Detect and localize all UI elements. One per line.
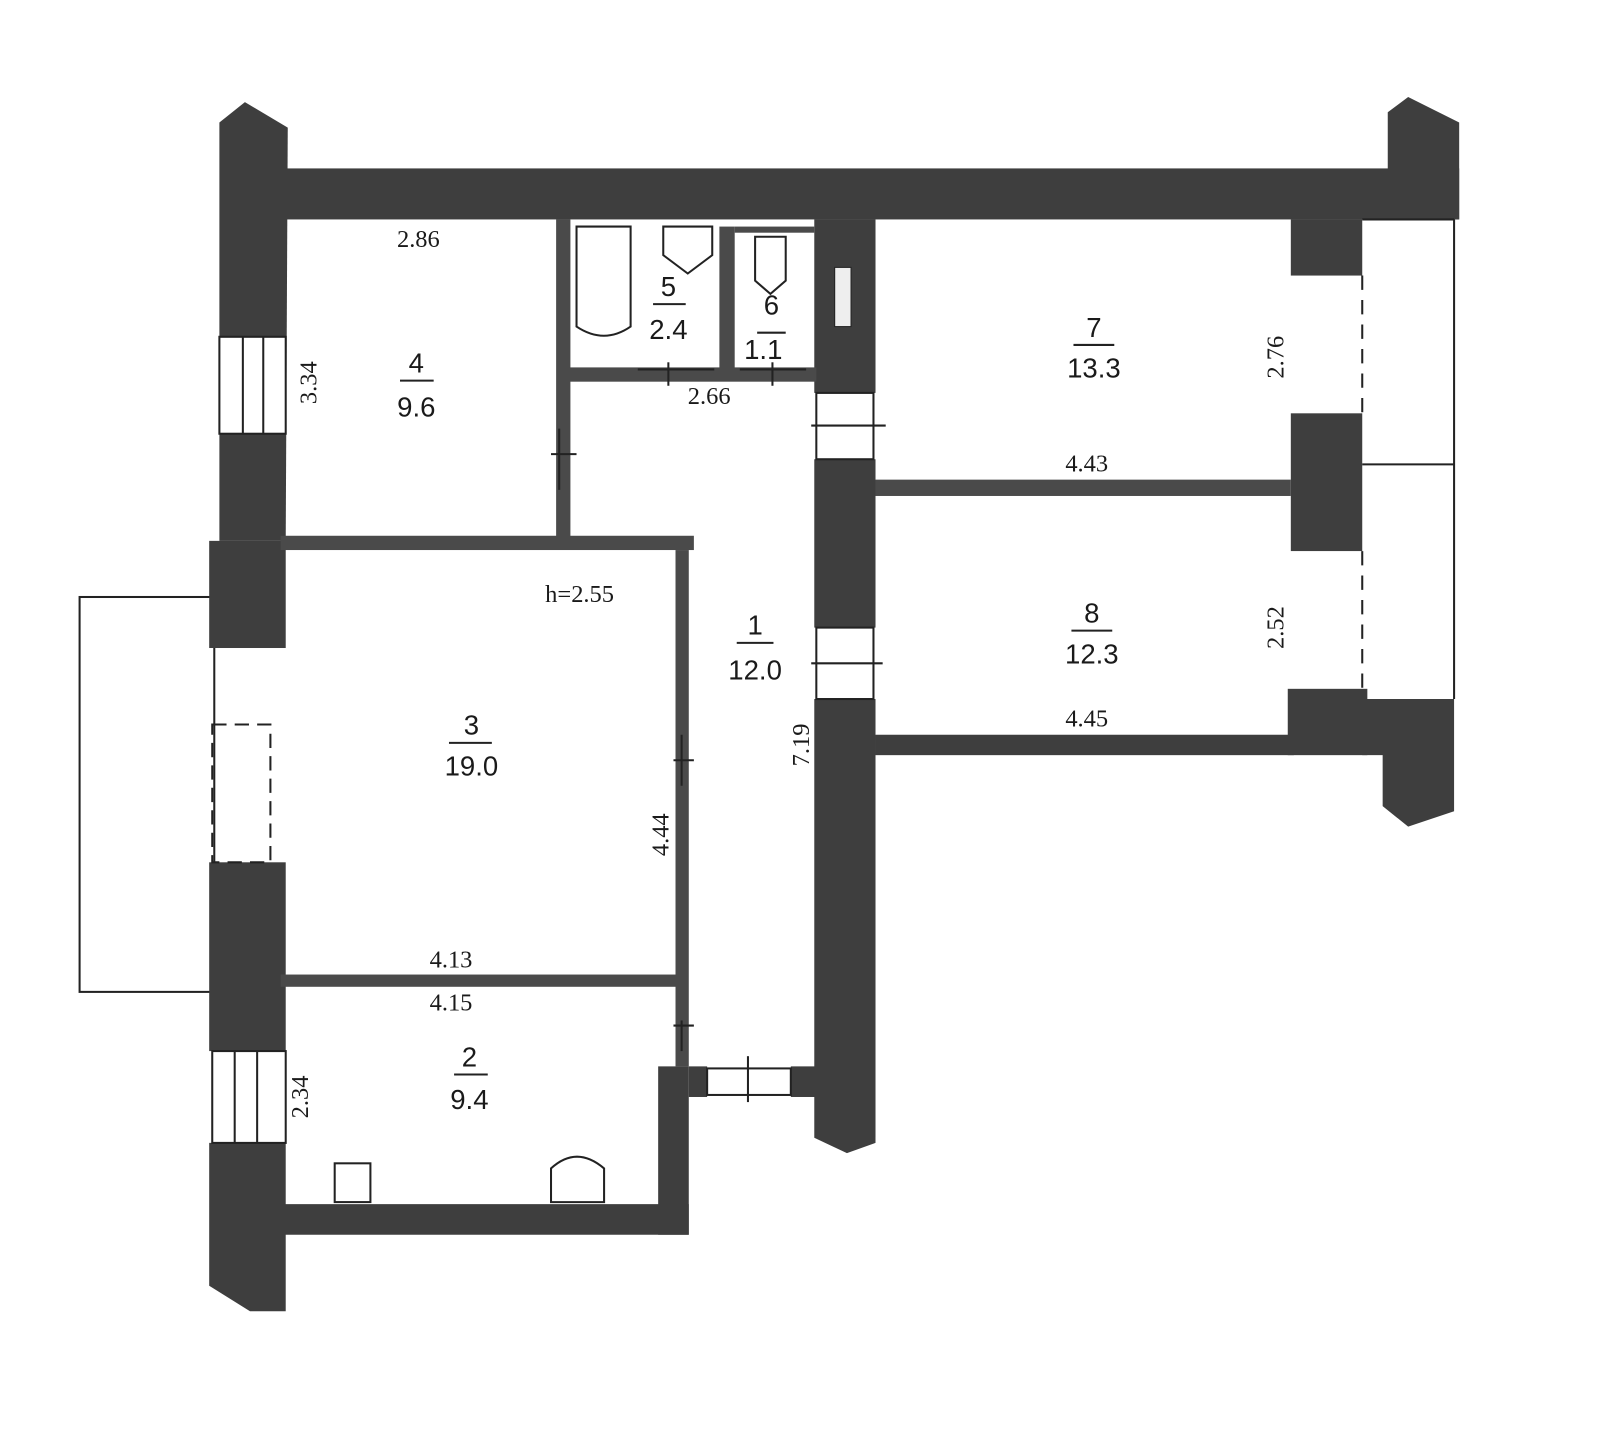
room-1: 112.0 [728,610,782,686]
label-text: 4.13 [430,946,473,973]
label-text: 19.0 [445,751,499,782]
label-text: 3 [464,710,479,741]
label-text: 2.4 [649,314,687,345]
walls [209,96,1460,1312]
label-text: 9.6 [397,391,435,422]
label-text: 8 [1084,598,1099,629]
bathtub-icon [575,225,632,337]
doors [551,362,886,1103]
label-text: 7.19 [788,724,815,767]
dimensions: 2.86 3.34 2.66 7.19 4.44 4.13 4.15 2.34 … [287,226,1290,1118]
windows [211,218,1456,1144]
label-text: 1 [747,610,762,641]
label-text: 2 [462,1041,477,1072]
label-text: 4 [409,348,424,379]
room-7: 713.3 [1067,312,1121,384]
room-5: 52.4 [649,271,687,345]
balcony [78,595,216,993]
label-text: 4.15 [430,989,473,1016]
label-text: 12.3 [1065,638,1119,669]
label-text: 13.3 [1067,353,1121,384]
label-text: 9.4 [450,1084,488,1115]
room-3: 319.0 [445,710,499,782]
label-text: 2.52 [1263,606,1290,649]
label-text: 5 [661,271,676,302]
label-text: 4.45 [1065,706,1108,733]
label-text: 2.34 [287,1076,314,1119]
label-text: 12.0 [728,655,782,686]
toilet-icon [754,235,787,296]
ventilation-icon [834,266,852,328]
room-2: 29.4 [450,1041,488,1115]
stove-icon [333,1162,372,1204]
label-text: 6 [764,289,779,320]
label-text: 4.44 [647,813,674,856]
room-labels: 112.0 29.4 319.0 49.6 52.4 61.1 713.3 81… [397,271,1121,1115]
sink-icon [662,225,714,275]
label-text: 1.1 [744,334,782,365]
room-8: 812.3 [1065,598,1119,670]
label-text: 2.86 [397,226,440,253]
label-text: 4.43 [1065,450,1108,477]
label-text: 3.34 [295,361,322,404]
kitchen-sink-icon [550,1155,606,1204]
label-text: 2.76 [1263,336,1290,379]
fixtures [333,225,852,1204]
label-text: 7 [1086,312,1101,343]
room-6: 61.1 [744,289,786,365]
label-text: 2.66 [688,383,731,410]
ceiling-height-label: h=2.55 [545,581,614,608]
room-4: 49.6 [397,348,435,423]
